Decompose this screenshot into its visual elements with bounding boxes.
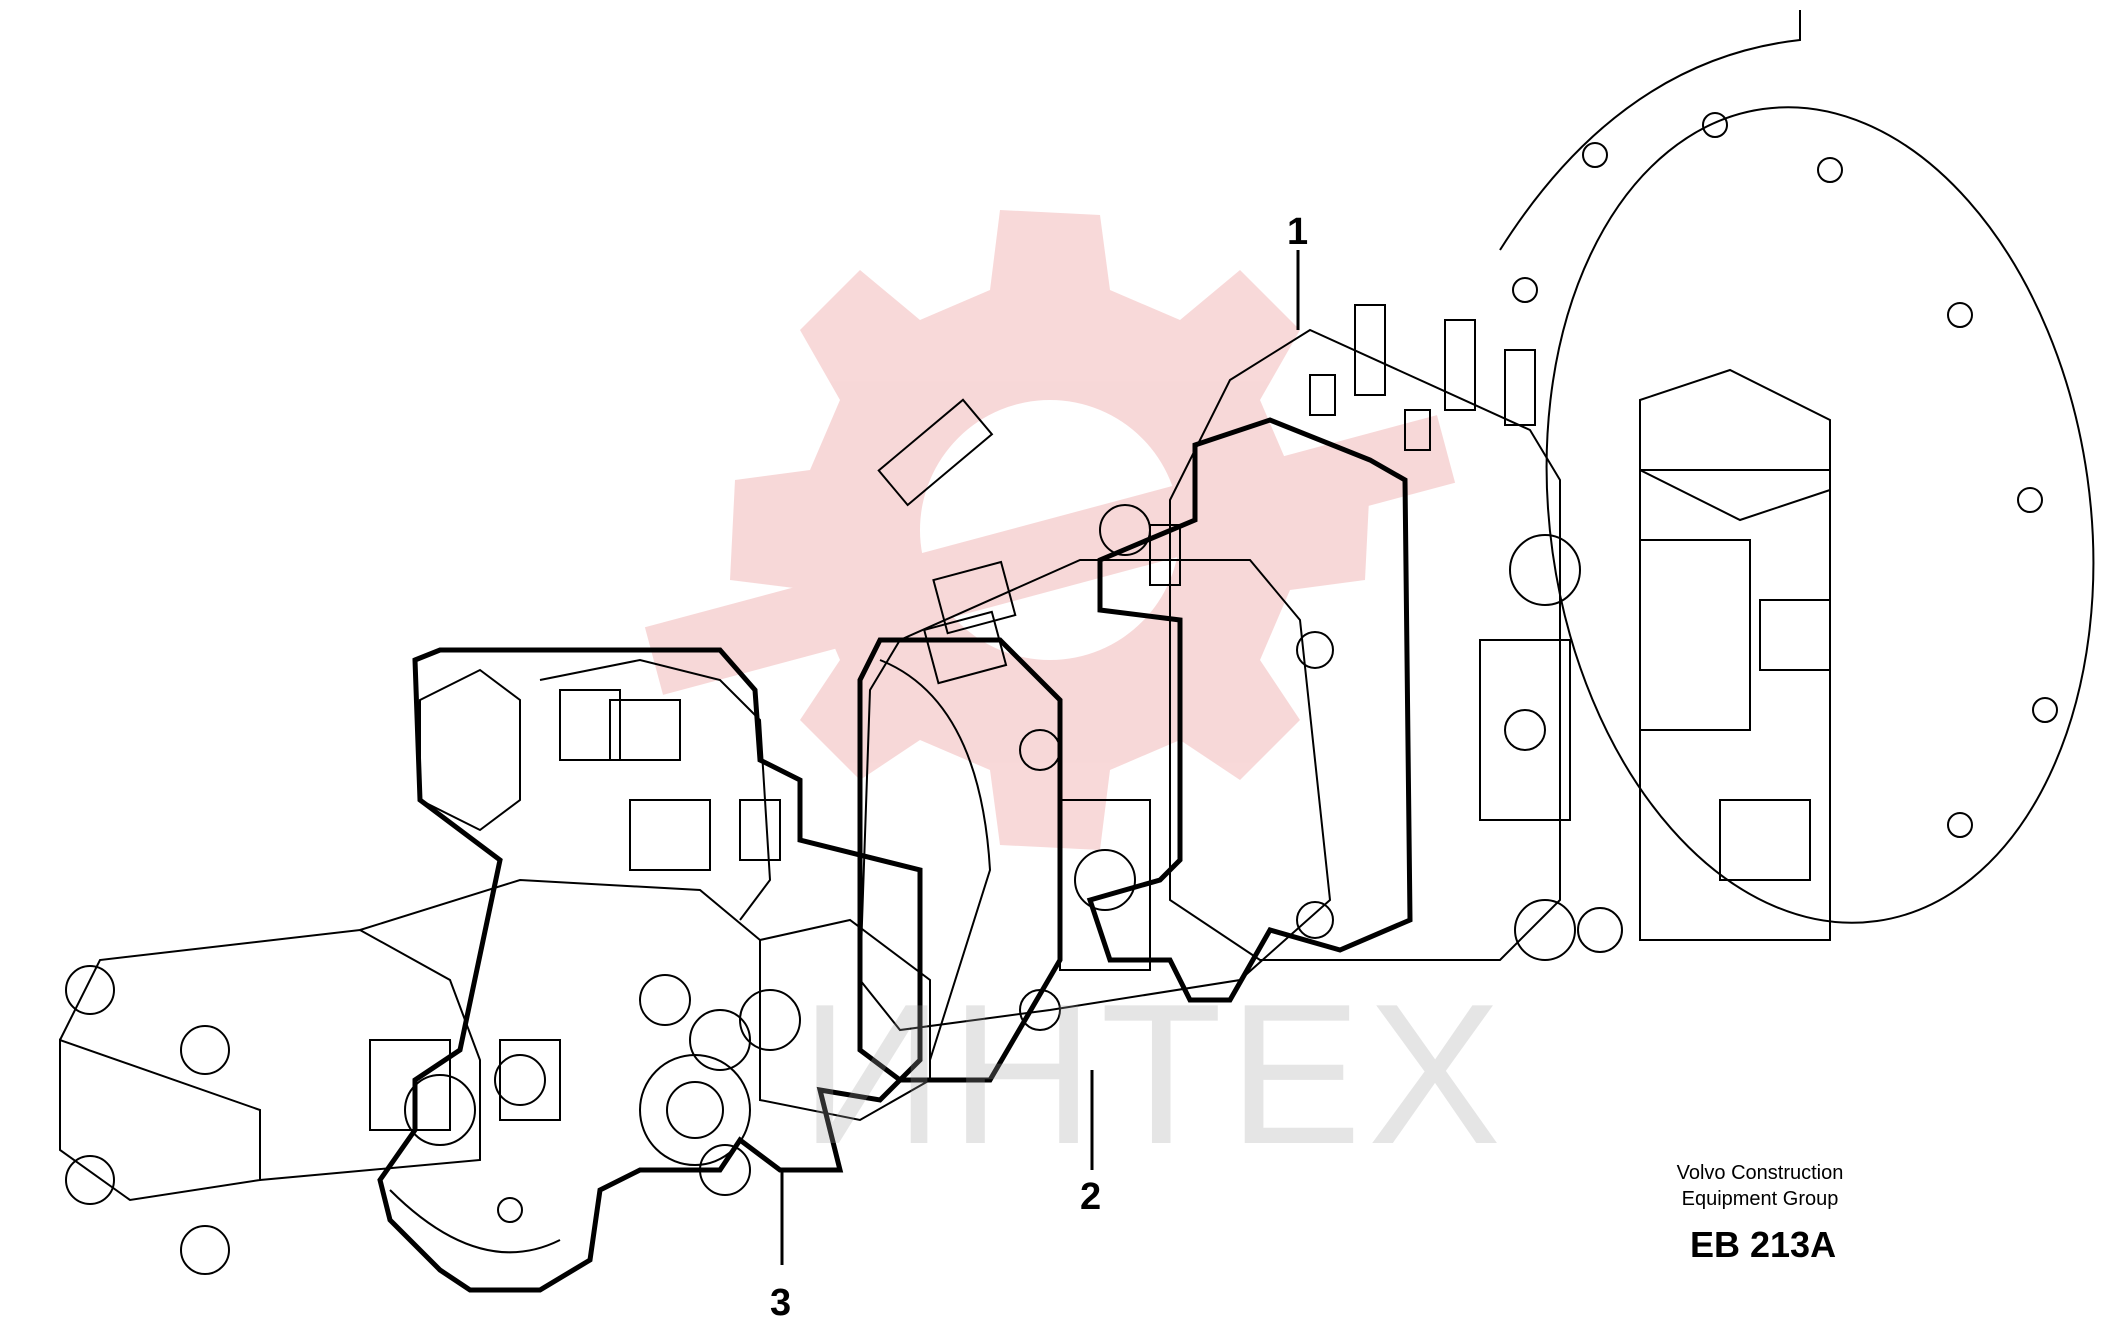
watermark-text: ИНТЕХ xyxy=(800,963,1508,1186)
main-pump-body xyxy=(1169,304,1831,961)
publisher-caption: Volvo Construction Equipment Group xyxy=(1640,1160,1880,1212)
caption-line-2: Equipment Group xyxy=(1681,1188,1839,1210)
callout-3: 3 xyxy=(770,1282,792,1324)
outline-part-2 xyxy=(857,637,1063,1083)
watermark-gear-logo xyxy=(644,210,1456,850)
caption-line-1: Volvo Construction xyxy=(1676,1162,1844,1184)
outline-part-1 xyxy=(1086,417,1413,1003)
flywheel-housing xyxy=(1499,10,2095,924)
outline-part-3 xyxy=(377,647,923,1293)
figure-code: EB 213A xyxy=(1690,1224,1837,1265)
callout-1: 1 xyxy=(1287,211,1309,253)
callout-2: 2 xyxy=(1080,1176,1102,1218)
